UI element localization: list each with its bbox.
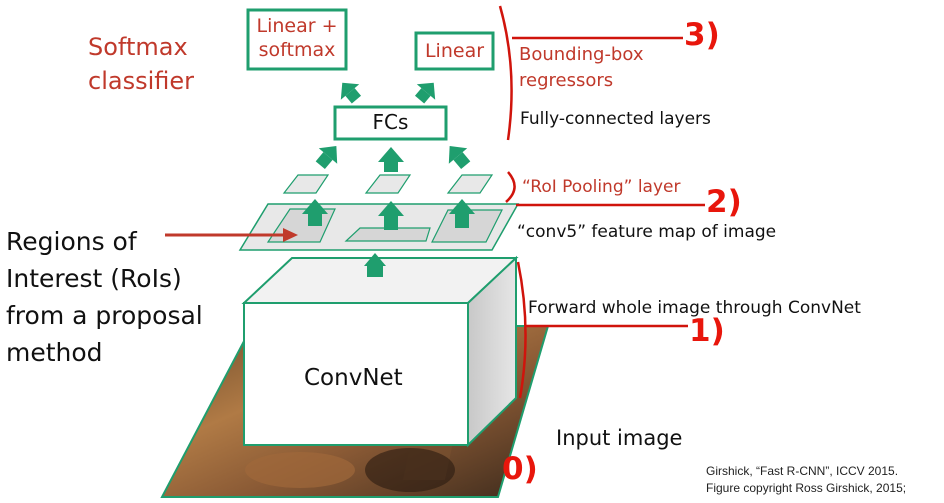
fc-box-label: FCs xyxy=(372,110,409,134)
fc-box xyxy=(333,105,448,141)
conv5-label: “conv5” feature map of image xyxy=(517,222,777,242)
softmax-box-label: Linear + softmax xyxy=(256,15,338,61)
forward-label: Forward whole image through ConvNet xyxy=(528,298,861,318)
step-0-label: 0) xyxy=(502,451,538,487)
arrow-diagonal-icon xyxy=(448,146,471,170)
arrow-up-icon xyxy=(378,147,404,172)
linear-box xyxy=(414,31,495,71)
citation-line-2: Figure copyright Ross Girshick, 2015; xyxy=(706,481,907,495)
convnet-label: ConvNet xyxy=(304,365,403,391)
arrow-up-icon xyxy=(302,199,328,226)
softmax-classifier-label: Softmax classifier xyxy=(88,33,194,95)
fc-layers-label: Fully-connected layers xyxy=(520,109,711,129)
step-brackets xyxy=(498,5,705,399)
linear-box-label: Linear xyxy=(424,40,485,62)
convnet-box xyxy=(241,255,519,448)
rois-label: Regions of Interest (RoIs) from a propos… xyxy=(6,227,203,367)
input-image-label: Input image xyxy=(556,426,683,450)
roi-pointer-arrow xyxy=(165,228,298,242)
step-3-label: 3) xyxy=(684,17,720,53)
step-2-label: 2) xyxy=(706,184,742,220)
citation-line-1: Girshick, “Fast R-CNN”, ICCV 2015. xyxy=(706,464,899,478)
arrow-diagonal-icon xyxy=(340,82,362,104)
roi-pooling-label: “RoI Pooling” layer xyxy=(522,177,681,197)
conv5-feature-map xyxy=(238,203,520,251)
arrow-diagonal-icon xyxy=(315,146,338,170)
bbox-regressors-label: Bounding-box regressors xyxy=(519,44,644,91)
arrow-up-icon xyxy=(364,253,386,277)
arrow-up-icon xyxy=(378,201,404,230)
softmax-box xyxy=(246,8,348,71)
step-1-label: 1) xyxy=(689,313,725,349)
arrow-diagonal-icon xyxy=(414,82,436,104)
flow-arrows xyxy=(302,82,475,277)
arrow-up-icon xyxy=(449,199,475,228)
roi-pooled-maps xyxy=(282,174,494,194)
